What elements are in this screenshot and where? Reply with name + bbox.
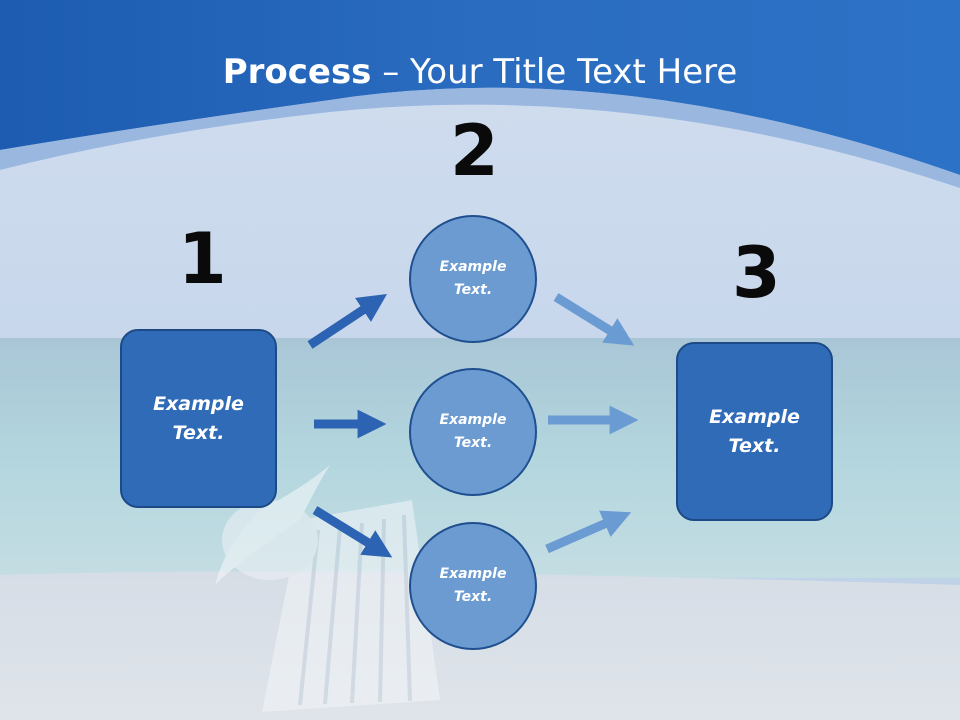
- step-2-circle-bottom: Example Text.: [409, 522, 537, 650]
- step-3-box: Example Text.: [676, 342, 833, 521]
- arrow-right-icon: [545, 510, 632, 554]
- step-number-1: 1: [178, 218, 227, 300]
- step-2-circle-middle: Example Text.: [409, 368, 537, 496]
- step-number-3: 3: [732, 232, 781, 314]
- step-2-text-bottom: Example Text.: [439, 566, 507, 605]
- step-3-text: Example Text.: [709, 405, 800, 457]
- arrow-right-icon: [307, 294, 388, 349]
- step-2-text-top: Example Text.: [439, 259, 507, 298]
- arrow-right-icon: [312, 506, 393, 558]
- title-bold: Process: [222, 52, 372, 92]
- slide-title: Process – Your Title Text Here: [0, 52, 960, 92]
- step-2-text-middle: Example Text.: [439, 412, 507, 451]
- step-1-box: Example Text.: [120, 329, 277, 508]
- title-rest: – Your Title Text Here: [371, 52, 738, 92]
- step-number-2: 2: [450, 110, 499, 192]
- step-1-text: Example Text.: [153, 392, 244, 444]
- step-2-circle-top: Example Text.: [409, 215, 537, 343]
- arrow-right-icon: [553, 293, 635, 346]
